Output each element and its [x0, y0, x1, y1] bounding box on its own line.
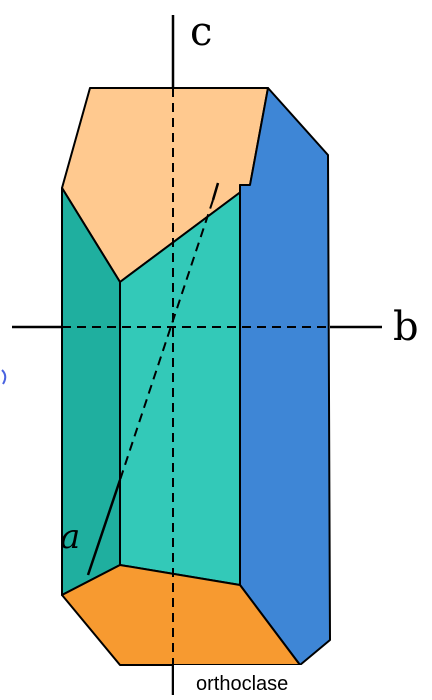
right-side-face	[239, 87, 331, 666]
a-axis-bottom-solid	[86, 479, 122, 576]
caption-box: orthoclase	[174, 665, 330, 700]
axis-label-a: a	[60, 517, 80, 557]
axis-label-c: c	[190, 9, 212, 55]
axes	[12, 15, 382, 695]
caption-text: orthoclase	[196, 673, 288, 695]
a-axis-dashed	[119, 199, 214, 481]
crystal-body	[61, 87, 331, 666]
a-axis-top-solid	[211, 182, 220, 201]
bottom-face	[61, 564, 301, 666]
axis-label-b: b	[393, 304, 419, 350]
stray-mark	[1, 369, 7, 385]
